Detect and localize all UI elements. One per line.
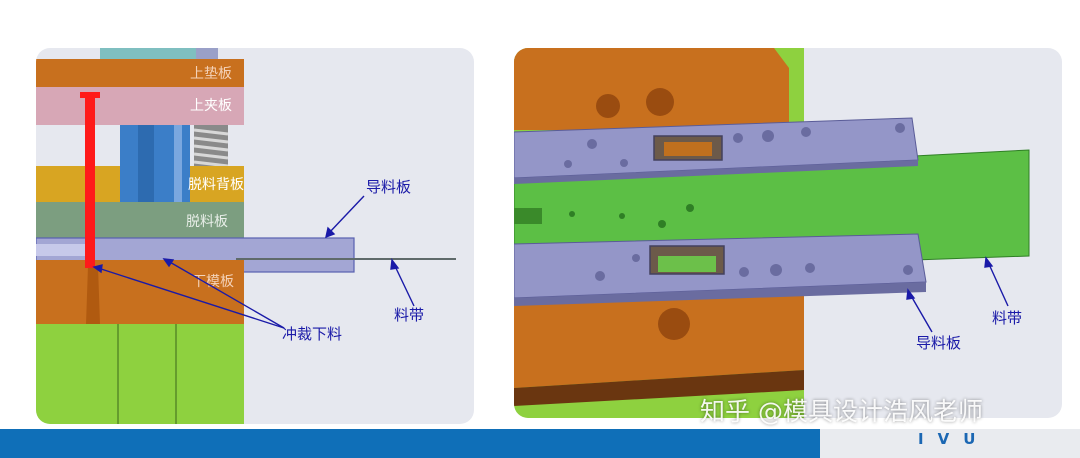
top-clamp-plate [36,87,244,125]
die-3d-view-panel: 料带 导料板 [514,48,1062,418]
label-guide-plate: 导料板 [366,178,411,196]
top-shaft [100,48,196,62]
die-3d-view-drawing: 料带 导料板 [514,48,1030,418]
footer-blue-bar [0,429,820,458]
label-top-clamp-plate: 上夹板 [190,98,232,114]
footer-logo-area [820,429,1080,458]
label-strip-3d: 料带 [992,309,1022,327]
label-stripper-plate: 脱料板 [186,214,228,230]
lower-die-plate [36,260,244,324]
upper-orange-block [514,48,789,130]
watermark: 知乎 @模具设计浩风老师 [700,397,983,426]
label-strip: 料带 [394,306,424,324]
label-punch-blanking: 冲裁下料 [282,325,342,343]
label-lower-die-plate: 下模板 [192,274,234,290]
stripper-plate [36,202,244,238]
label-top-pad-plate: 上垫板 [190,66,232,82]
lower-base [36,324,244,424]
stripper-back-plate [36,166,120,202]
label-stripper-back-plate: 脱料背板 [188,177,244,193]
lower-orange-block [514,294,804,388]
die-cross-section-drawing: 上垫板 上夹板 脱料背板 脱料板 下模板 导料板 料带 冲裁下料 [36,48,456,424]
red-punch [85,92,95,268]
die-cross-section-panel: 上垫板 上夹板 脱料背板 脱料板 下模板 导料板 料带 冲裁下料 [36,48,474,424]
footer-logo-text: IVU [918,430,990,448]
spring [193,125,229,168]
label-guide-plate-3d: 导料板 [916,334,961,352]
top-pad-plate [36,59,244,87]
callout-arrows [92,195,415,329]
callout-arrows-3d [906,256,1009,333]
